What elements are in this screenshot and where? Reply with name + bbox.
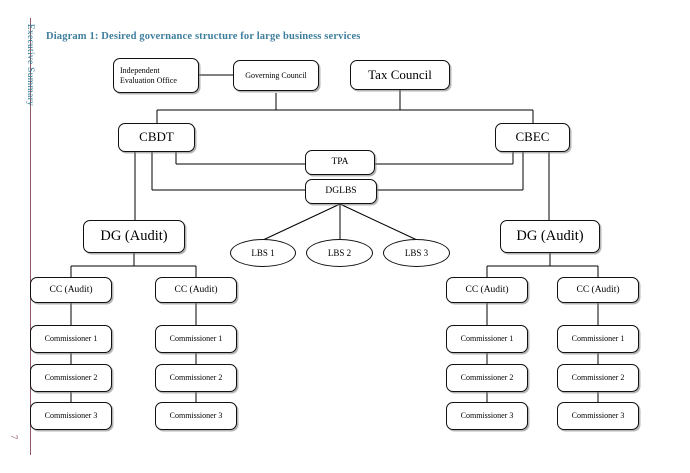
dglbs-label: DGLBS bbox=[325, 186, 357, 197]
node-tpa[interactable]: TPA bbox=[305, 150, 375, 175]
node-cc-audit-left-1[interactable]: CC (Audit) bbox=[30, 277, 112, 303]
commissioner-l1-3-label: Commissioner 3 bbox=[44, 411, 98, 421]
node-cbec[interactable]: CBEC bbox=[495, 123, 570, 152]
cc-audit-r1-label: CC (Audit) bbox=[465, 284, 509, 295]
tax-council-label: Tax Council bbox=[368, 66, 432, 82]
tpa-label: TPA bbox=[331, 157, 349, 168]
node-commissioner-l1-1[interactable]: Commissioner 1 bbox=[30, 325, 112, 353]
commissioner-r2-2-label: Commissioner 2 bbox=[571, 373, 625, 383]
node-cc-audit-left-2[interactable]: CC (Audit) bbox=[155, 277, 237, 303]
node-dg-audit-right[interactable]: DG (Audit) bbox=[500, 220, 600, 253]
node-commissioner-r2-1[interactable]: Commissioner 1 bbox=[557, 325, 639, 353]
node-commissioner-l2-1[interactable]: Commissioner 1 bbox=[155, 325, 237, 353]
node-independent-evaluation-office[interactable]: Independent Evaluation Office bbox=[113, 58, 199, 93]
node-commissioner-l1-3[interactable]: Commissioner 3 bbox=[30, 402, 112, 430]
cc-audit-r2-label: CC (Audit) bbox=[576, 284, 620, 295]
page-number: 7 bbox=[9, 434, 19, 440]
commissioner-r1-1-label: Commissioner 1 bbox=[460, 334, 514, 344]
node-commissioner-r1-2[interactable]: Commissioner 2 bbox=[446, 364, 528, 392]
commissioner-r1-3-label: Commissioner 3 bbox=[460, 411, 514, 421]
node-cc-audit-right-1[interactable]: CC (Audit) bbox=[446, 277, 528, 303]
commissioner-r1-2-label: Commissioner 2 bbox=[460, 373, 514, 383]
cbec-label: CBEC bbox=[515, 129, 550, 145]
cbdt-label: CBDT bbox=[139, 129, 174, 145]
ieo-label-line2: Evaluation Office bbox=[120, 75, 177, 85]
section-label: Executive Summary bbox=[25, 23, 35, 107]
ieo-label-line1: Independent bbox=[120, 66, 160, 76]
dg-audit-left-label: DG (Audit) bbox=[100, 228, 168, 245]
lbs-1-label: LBS 1 bbox=[251, 248, 275, 258]
node-commissioner-r2-2[interactable]: Commissioner 2 bbox=[557, 364, 639, 392]
node-lbs-1[interactable]: LBS 1 bbox=[230, 239, 296, 267]
node-cc-audit-right-2[interactable]: CC (Audit) bbox=[557, 277, 639, 303]
governing-council-label: Governing Council bbox=[245, 70, 307, 80]
commissioner-r2-1-label: Commissioner 1 bbox=[571, 334, 625, 344]
node-commissioner-l2-2[interactable]: Commissioner 2 bbox=[155, 364, 237, 392]
node-commissioner-r1-3[interactable]: Commissioner 3 bbox=[446, 402, 528, 430]
node-commissioner-l1-2[interactable]: Commissioner 2 bbox=[30, 364, 112, 392]
page-title: Diagram 1: Desired governance structure … bbox=[46, 31, 361, 42]
cc-audit-l2-label: CC (Audit) bbox=[174, 284, 218, 295]
node-commissioner-l2-3[interactable]: Commissioner 3 bbox=[155, 402, 237, 430]
node-lbs-2[interactable]: LBS 2 bbox=[306, 239, 373, 267]
dg-audit-right-label: DG (Audit) bbox=[516, 228, 584, 245]
commissioner-l2-3-label: Commissioner 3 bbox=[169, 411, 223, 421]
node-cbdt[interactable]: CBDT bbox=[118, 123, 195, 152]
node-dglbs[interactable]: DGLBS bbox=[305, 179, 377, 204]
commissioner-l1-2-label: Commissioner 2 bbox=[44, 373, 98, 383]
cc-audit-l1-label: CC (Audit) bbox=[49, 284, 93, 295]
commissioner-l1-1-label: Commissioner 1 bbox=[44, 334, 98, 344]
node-tax-council[interactable]: Tax Council bbox=[350, 60, 450, 90]
lbs-2-label: LBS 2 bbox=[327, 248, 352, 258]
lbs-3-label: LBS 3 bbox=[404, 248, 429, 258]
node-commissioner-r2-3[interactable]: Commissioner 3 bbox=[557, 402, 639, 430]
node-commissioner-r1-1[interactable]: Commissioner 1 bbox=[446, 325, 528, 353]
node-dg-audit-left[interactable]: DG (Audit) bbox=[83, 220, 185, 253]
commissioner-l2-1-label: Commissioner 1 bbox=[169, 334, 223, 344]
commissioner-l2-2-label: Commissioner 2 bbox=[169, 373, 223, 383]
margin-rule bbox=[30, 18, 31, 455]
node-governing-council[interactable]: Governing Council bbox=[233, 60, 319, 91]
commissioner-r2-3-label: Commissioner 3 bbox=[571, 411, 625, 421]
node-lbs-3[interactable]: LBS 3 bbox=[383, 239, 450, 267]
